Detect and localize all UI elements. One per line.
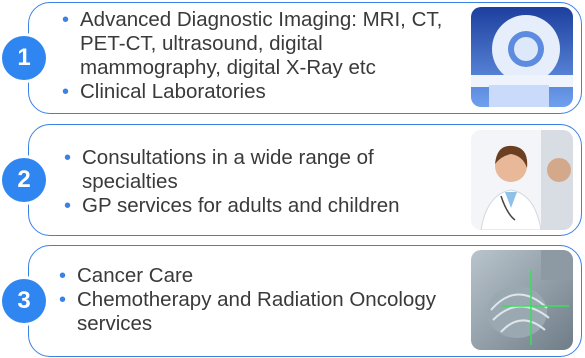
bullet-icon: • xyxy=(62,81,70,103)
bullet-list: •Advanced Diagnostic Imaging: MRI, CT, P… xyxy=(56,8,461,104)
list-item: •Advanced Diagnostic Imaging: MRI, CT, P… xyxy=(62,8,443,79)
radiation-therapy-photo xyxy=(471,250,573,350)
bullet-icon: • xyxy=(59,265,67,287)
list-item: •Cancer Care xyxy=(59,264,194,287)
bullet-icon: • xyxy=(59,289,67,311)
doctor-with-patient-photo xyxy=(471,130,573,230)
bullet-list: •Consultations in a wide range of specia… xyxy=(58,146,463,218)
list-item: •Chemotherapy and Radiation Oncology ser… xyxy=(59,288,436,335)
list-item: •GP services for adults and children xyxy=(64,194,400,217)
step-number-badge: 2 xyxy=(2,158,46,202)
bullet-icon: • xyxy=(62,9,70,31)
step-number-badge: 1 xyxy=(2,36,46,80)
bullet-icon: • xyxy=(64,147,72,169)
mri-scanner-photo xyxy=(471,7,573,107)
list-item: •Clinical Laboratories xyxy=(62,80,266,103)
bullet-list: •Cancer Care •Chemotherapy and Radiation… xyxy=(53,264,458,336)
list-item: •Consultations in a wide range of specia… xyxy=(64,146,374,193)
bullet-icon: • xyxy=(64,195,72,217)
step-number-badge: 3 xyxy=(2,279,46,323)
